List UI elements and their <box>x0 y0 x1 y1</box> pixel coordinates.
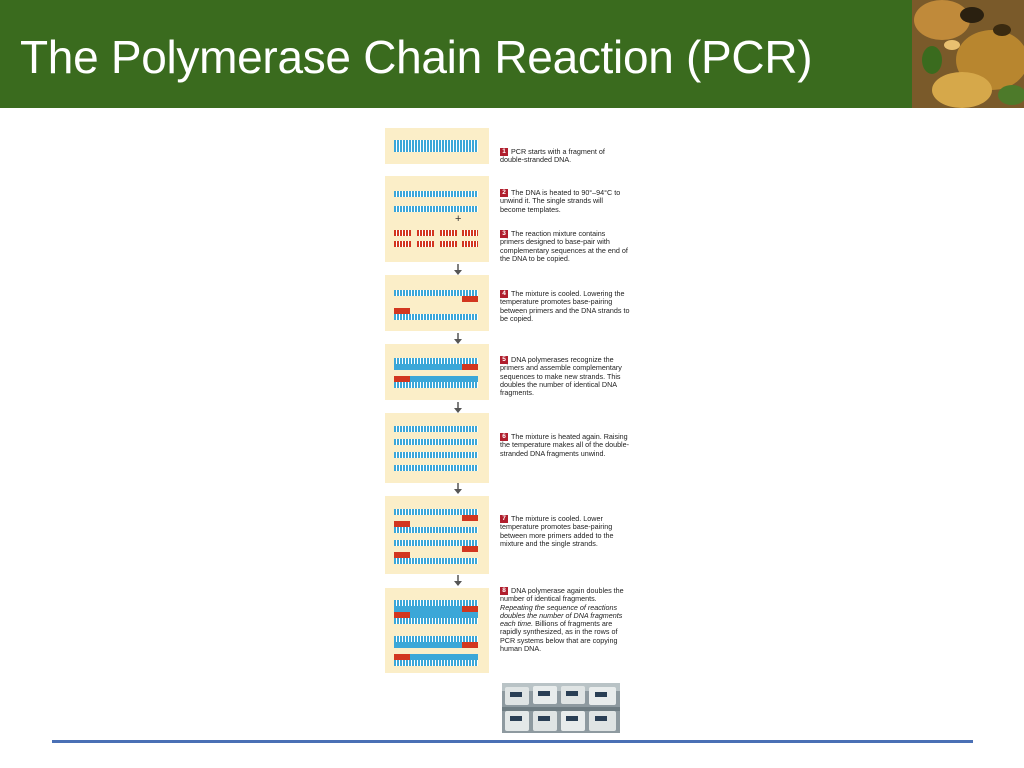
dna-strand <box>394 140 478 146</box>
primer <box>462 241 478 247</box>
primer <box>417 241 434 247</box>
new-strand <box>394 606 462 612</box>
dna-strand <box>394 358 478 364</box>
step-number-badge: 6 <box>500 433 508 441</box>
step-number-badge: 5 <box>500 356 508 364</box>
dna-strand <box>394 452 478 458</box>
dna-strand <box>394 314 478 320</box>
dna-strand <box>394 527 478 533</box>
dna-strand <box>394 618 478 624</box>
step-5-panel <box>385 344 489 400</box>
new-strand <box>410 376 478 382</box>
down-arrow-icon <box>454 483 462 494</box>
primer <box>462 515 478 521</box>
corner-decorative-image <box>912 0 1024 108</box>
dna-strand <box>394 206 478 212</box>
primer <box>394 612 410 618</box>
primer <box>417 230 434 236</box>
primer <box>462 230 478 236</box>
primer <box>462 296 478 302</box>
step-description: The DNA is heated to 90°–94°C to unwind … <box>500 188 621 214</box>
primer <box>394 376 410 382</box>
step-2-3-panel <box>385 176 489 262</box>
dna-strand <box>394 636 478 642</box>
footer-rule <box>52 740 973 743</box>
step-number-badge: 7 <box>500 515 508 523</box>
down-arrow-icon <box>454 575 462 586</box>
dna-strand <box>394 660 478 666</box>
dna-strand <box>394 540 478 546</box>
step-number-badge: 1 <box>500 148 508 156</box>
slide-title: The Polymerase Chain Reaction (PCR) <box>20 31 813 83</box>
step-description: The mixture is heated again. Raising the… <box>500 432 630 458</box>
dna-strand <box>394 439 478 445</box>
dna-strand <box>394 426 478 432</box>
step-emphasis: Repeating the sequence of reactions doub… <box>500 602 623 629</box>
down-arrow-icon <box>454 333 462 344</box>
step-description: The mixture is cooled. Lower temperature… <box>500 514 614 548</box>
dna-strand <box>394 146 478 152</box>
step-description: DNA polymerase again doubles the number … <box>500 586 624 604</box>
step-6-panel <box>385 413 489 483</box>
primer <box>462 606 478 612</box>
primer <box>394 230 411 236</box>
dna-strand <box>394 382 478 388</box>
step-description: The mixture is cooled. Lowering the temp… <box>500 289 630 323</box>
down-arrow-icon <box>454 264 462 275</box>
step-number-badge: 8 <box>500 587 508 595</box>
new-strand <box>410 612 478 618</box>
step-number-badge: 2 <box>500 189 508 197</box>
step-description-cont: Billions of fragments are rapidly synthe… <box>500 619 618 654</box>
dna-strand <box>394 290 478 296</box>
new-strand <box>410 654 478 660</box>
down-arrow-icon <box>454 402 462 413</box>
primer <box>440 230 457 236</box>
step-number-badge: 4 <box>500 290 508 298</box>
pcr-machines-photo <box>502 683 620 733</box>
dna-strand <box>394 600 478 606</box>
new-strand <box>394 642 462 648</box>
primer <box>440 241 457 247</box>
dna-strand <box>394 465 478 471</box>
primer <box>462 546 478 552</box>
step-4-panel <box>385 275 489 331</box>
step-description: DNA polymerases recognize the primers an… <box>500 355 622 398</box>
dna-strand <box>394 509 478 515</box>
primer <box>394 552 410 558</box>
step-number-badge: 3 <box>500 230 508 238</box>
dna-strand <box>394 558 478 564</box>
primer <box>394 654 410 660</box>
primer <box>394 521 410 527</box>
step-description: PCR starts with a fragment of double-str… <box>500 147 605 165</box>
primer <box>394 241 411 247</box>
primer <box>462 642 478 648</box>
title-bar: The Polymerase Chain Reaction (PCR) <box>0 0 1024 108</box>
dna-strand <box>394 191 478 197</box>
primer <box>394 308 410 314</box>
new-strand <box>394 364 462 370</box>
plus-sign: + <box>455 213 462 225</box>
primer <box>462 364 478 370</box>
step-description: The reaction mixture contains primers de… <box>500 229 628 263</box>
